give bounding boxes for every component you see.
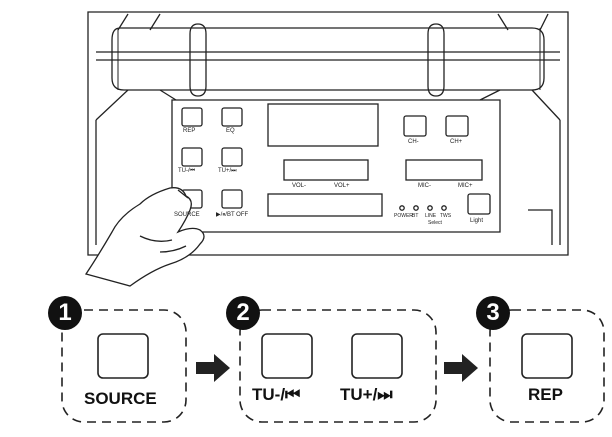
step-2-box	[239, 309, 437, 423]
display-window	[267, 103, 379, 147]
handle-grip-right	[427, 23, 445, 97]
volume-slider-shape	[283, 159, 369, 181]
panel-label-play-pause: ▶/⏸/BT OFF	[216, 212, 249, 218]
tu-prev-button-shape	[181, 147, 203, 167]
handle-bar	[111, 27, 545, 91]
step-2-tu-next-button	[351, 333, 403, 379]
arrow-right-icon	[196, 354, 230, 382]
panel-label-tu-next: TU+/⏭	[218, 168, 237, 174]
tu-next-button-shape	[221, 147, 243, 167]
panel-label-vol-minus: VOL-	[292, 183, 307, 189]
rep-button-shape	[181, 107, 203, 127]
step-3-label-rep: REP	[528, 385, 563, 404]
step-3-rep-button	[521, 333, 573, 379]
panel-label-ch-plus: CH+	[450, 139, 463, 145]
ch-plus-button-shape	[445, 115, 469, 137]
indicator-line: LINE	[425, 213, 437, 219]
step-1-label-source: SOURCE	[84, 389, 157, 408]
step-2-tu-prev-button	[261, 333, 313, 379]
bottom-display	[267, 193, 383, 217]
panel-label-ch-minus: CH-	[408, 139, 419, 145]
mic-slider-shape	[405, 159, 483, 181]
step-2-label-tu-next: TU+/⏭	[340, 385, 393, 404]
ch-minus-button-shape	[403, 115, 427, 137]
panel-label-source: SOURCE	[174, 212, 200, 218]
step-3-box	[489, 309, 605, 423]
step-2-number: 2	[226, 296, 260, 330]
panel-label-tu-prev: TU-/⏮	[178, 168, 196, 174]
panel-label-vol-plus: VOL+	[334, 183, 350, 189]
play-button-shape	[221, 189, 243, 209]
speaker-body-outline	[87, 11, 569, 256]
step-3-number: 3	[476, 296, 510, 330]
indicator-select: Select	[428, 220, 442, 226]
indicator-bt: BT	[412, 213, 419, 219]
handle-grip-left	[189, 23, 207, 97]
step-2-label-tu-prev: TU-/⏮	[252, 385, 301, 404]
indicator-tws: TWS	[440, 213, 452, 219]
light-button-shape	[467, 193, 491, 215]
step-1-box	[61, 309, 187, 423]
panel-label-mic-plus: MIC+	[458, 183, 473, 189]
step-1-source-button	[97, 333, 149, 379]
indicator-power: POWER	[394, 213, 413, 219]
hand-illustration	[84, 187, 205, 287]
panel-label-rep: REP	[183, 128, 196, 134]
eq-button-shape	[221, 107, 243, 127]
panel-label-eq: EQ	[226, 128, 235, 134]
step-1-number: 1	[48, 296, 82, 330]
panel-label-light: Light	[470, 218, 484, 224]
panel-label-mic-minus: MIC-	[418, 183, 431, 189]
arrow-right-icon	[444, 354, 478, 382]
